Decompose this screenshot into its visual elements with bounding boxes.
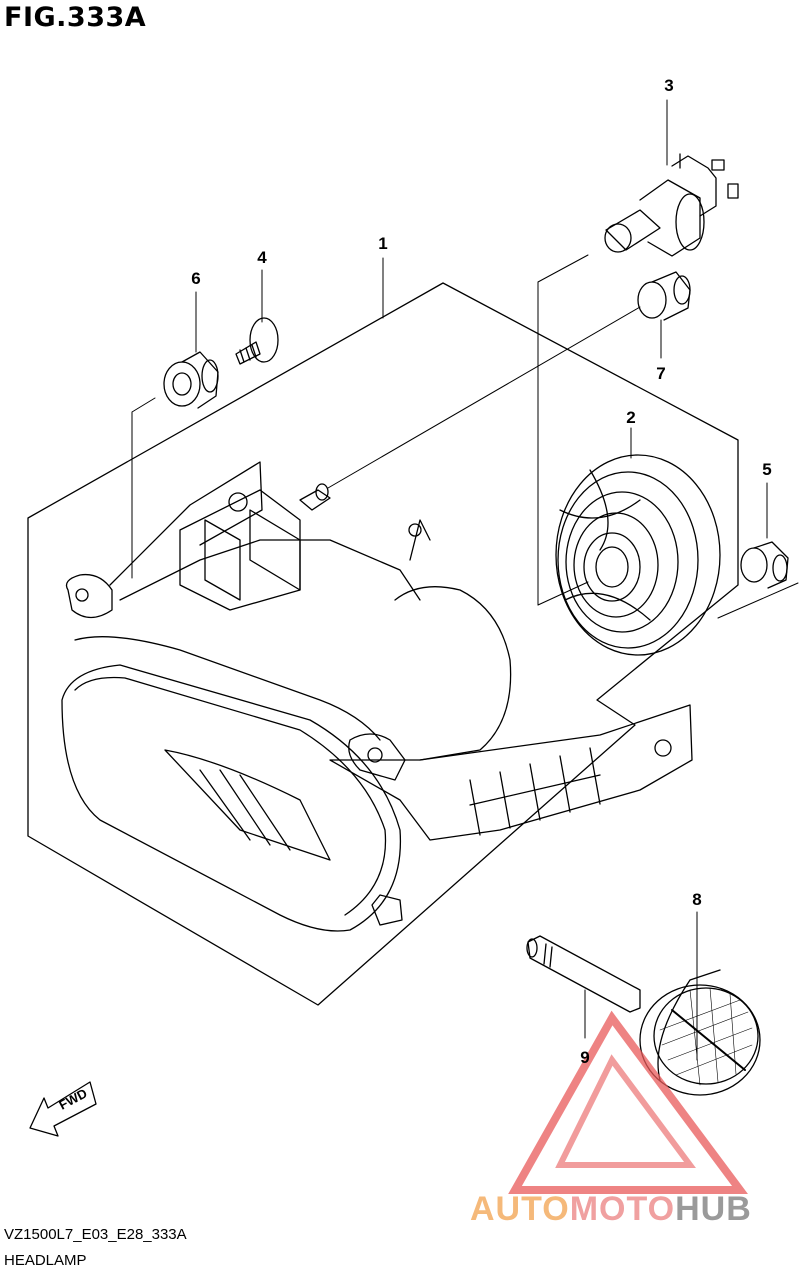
section-name: HEADLAMP (4, 1252, 87, 1269)
headlamp-body-part (61, 461, 693, 932)
model-code: VZ1500L7_E03_E28_333A (4, 1226, 187, 1243)
grommet-part (637, 271, 691, 321)
callout-9: 9 (580, 1048, 590, 1067)
callout-8: 8 (692, 890, 702, 909)
socket-cover-part (555, 454, 721, 656)
bulb-part (604, 153, 739, 257)
pin-part (526, 935, 641, 1013)
watermark-text: AUTOMOTOHUB (470, 1190, 752, 1228)
grommet-left-part (163, 351, 219, 409)
fwd-label: FWD (56, 1086, 89, 1113)
figure-title: FIG.333A (4, 2, 147, 33)
fwd-direction-arrow-icon (29, 1081, 97, 1137)
callout-3: 3 (664, 76, 674, 95)
callout-1: 1 (378, 234, 388, 253)
callout-4: 4 (257, 248, 267, 267)
callout-5: 5 (762, 460, 772, 479)
reflector-part (639, 969, 761, 1096)
callout-2: 2 (626, 408, 636, 427)
screw-part (235, 317, 279, 365)
callout-7: 7 (656, 364, 666, 383)
assembly-boundary (27, 282, 739, 1006)
callout-6: 6 (191, 269, 201, 288)
grommet-right-part (740, 541, 789, 589)
watermark-logo (508, 1010, 748, 1194)
